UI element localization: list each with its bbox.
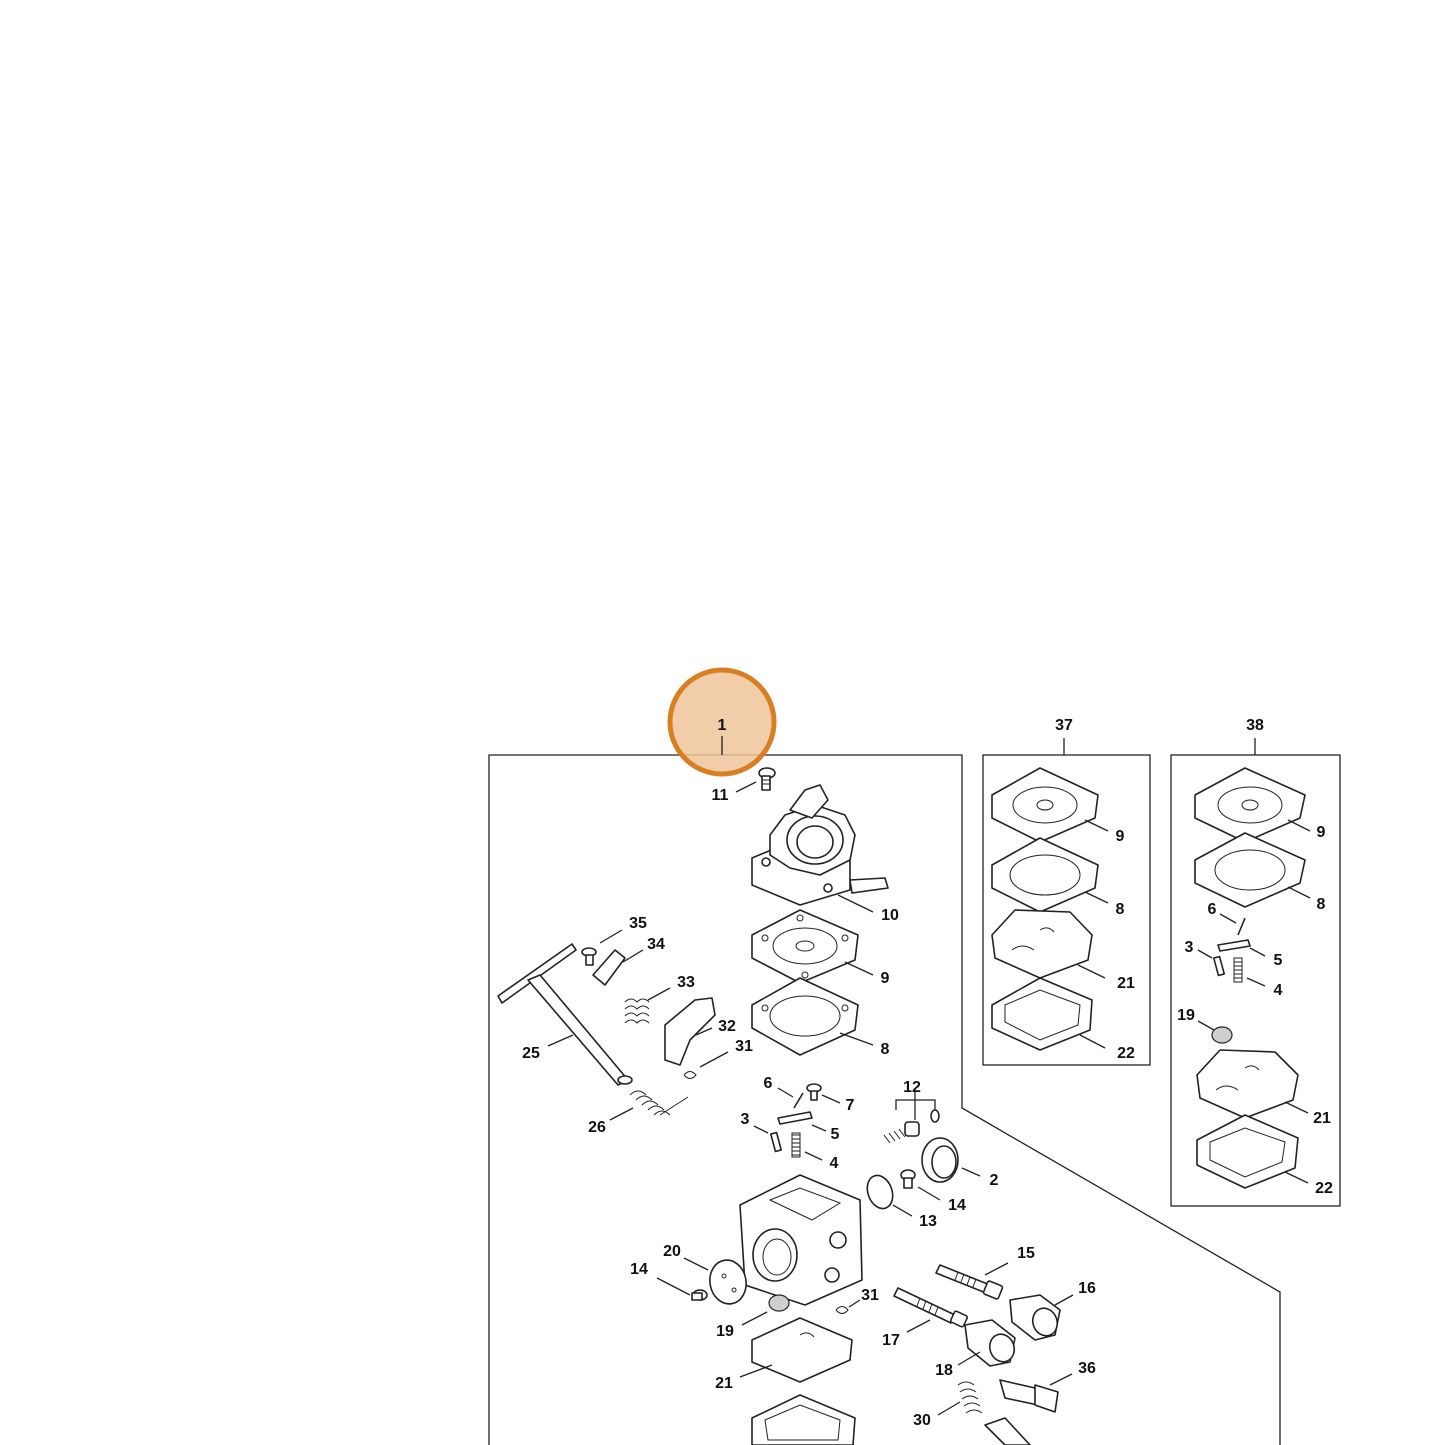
highlight-marker-part-1[interactable]: 1 (667, 667, 777, 777)
part-33-spring[interactable] (624, 987, 671, 1024)
callout-20: 20 (663, 1243, 681, 1260)
part-2-ring[interactable] (921, 1137, 981, 1183)
kit-38-callout-5: 5 (1274, 952, 1283, 969)
kit-37-part-8-gasket[interactable] (991, 837, 1109, 913)
callout-30: 30 (913, 1412, 931, 1429)
part-22-gasket-main[interactable] (751, 1394, 856, 1445)
part-20-plate[interactable] (683, 1257, 750, 1307)
part-16-limiter-cap[interactable] (1009, 1294, 1074, 1341)
part-34-lever[interactable] (592, 949, 644, 986)
part-32-throttle-lever[interactable] (664, 997, 716, 1066)
part-6-pin[interactable] (777, 1087, 804, 1109)
kit-38-part-21-metering-diaphragm[interactable] (1196, 1049, 1309, 1119)
part-31-clip-upper[interactable] (683, 1051, 729, 1079)
callout-13: 13 (919, 1213, 937, 1230)
part-18-limiter-cap[interactable] (957, 1319, 1018, 1367)
part-7-screw[interactable] (806, 1083, 841, 1104)
callout-10: 10 (881, 907, 899, 924)
callout-32: 32 (718, 1018, 736, 1035)
assembly-1-frame (488, 754, 1281, 1445)
part-13-plate[interactable] (863, 1172, 913, 1217)
part-9-pump-diaphragm[interactable] (751, 909, 874, 984)
kit-38-part-19-filter[interactable] (1197, 1020, 1233, 1044)
part-8-gasket[interactable] (751, 977, 874, 1056)
callout-19a: 19 (716, 1323, 734, 1340)
part-10-pump-cover[interactable] (751, 784, 889, 913)
callout-7: 7 (846, 1097, 855, 1114)
callout-37: 37 (1055, 717, 1073, 734)
kit-37-callout-21: 21 (1117, 975, 1135, 992)
callout-2: 2 (990, 1172, 999, 1189)
part-25-throttle-shaft[interactable] (497, 943, 633, 1086)
callout-34: 34 (647, 936, 665, 953)
kit-38-part-6-pin[interactable] (1219, 913, 1246, 936)
kit-38-callout-22: 22 (1315, 1180, 1333, 1197)
callout-6a: 6 (764, 1075, 773, 1092)
kit-38-callout-21: 21 (1313, 1110, 1331, 1127)
part-31-clip-lower[interactable] (835, 1299, 861, 1314)
callout-11: 11 (712, 787, 729, 804)
part-36-fitting[interactable] (999, 1373, 1073, 1413)
kit-37-callout-22: 22 (1117, 1045, 1135, 1062)
kit-38-callout-4: 4 (1274, 982, 1283, 999)
kit-37-part-22-gasket[interactable] (991, 977, 1106, 1051)
kit-37-callout-9: 9 (1116, 828, 1125, 845)
kit-38-callout-3: 3 (1185, 939, 1194, 956)
callout-18: 18 (935, 1362, 953, 1379)
callout-35: 35 (629, 915, 647, 932)
part-35-screw[interactable] (581, 929, 623, 966)
callout-31a: 31 (735, 1038, 753, 1055)
kit-38-part-4-spring[interactable] (1233, 957, 1266, 987)
part-30-spring[interactable] (937, 1381, 1031, 1445)
kit-37-part-9-diaphragm[interactable] (991, 767, 1109, 843)
part-14-screw-lower[interactable] (656, 1277, 708, 1301)
callout-4a: 4 (830, 1155, 839, 1172)
highlight-ring (667, 667, 777, 777)
callout-25: 25 (522, 1045, 540, 1062)
part-15-adjusting-screw[interactable] (935, 1262, 1009, 1300)
kit-38-callout-9: 9 (1317, 824, 1326, 841)
callout-26: 26 (588, 1119, 606, 1136)
kit-38-part-8-gasket[interactable] (1194, 832, 1311, 908)
kit-38-part-22-gasket[interactable] (1196, 1114, 1309, 1189)
kit-38-part-9-diaphragm[interactable] (1194, 767, 1311, 843)
kit-37-callout-8: 8 (1116, 901, 1125, 918)
kit-37-part-21-metering-diaphragm[interactable] (991, 909, 1106, 979)
callout-17: 17 (882, 1332, 900, 1349)
carburetor-body (739, 1174, 863, 1306)
callout-14b: 14 (630, 1261, 648, 1278)
callout-38: 38 (1246, 717, 1264, 734)
kit-38-callout-8: 8 (1317, 896, 1326, 913)
callout-21a: 21 (715, 1375, 733, 1392)
callout-16: 16 (1078, 1280, 1096, 1297)
part-19-filter-screen[interactable] (741, 1294, 790, 1326)
part-14-screw-upper[interactable] (900, 1169, 941, 1201)
part-5-inlet-lever[interactable] (777, 1111, 827, 1132)
part-4-spring[interactable] (791, 1132, 823, 1161)
part-17-adjusting-screw[interactable] (893, 1287, 969, 1333)
callout-36: 36 (1078, 1360, 1096, 1377)
kit-37-frame (982, 754, 1151, 1066)
callout-12: 12 (903, 1079, 921, 1096)
part-3-inlet-needle[interactable] (753, 1125, 783, 1153)
kit-38-callout-19: 19 (1177, 1007, 1195, 1024)
callout-14a: 14 (948, 1197, 966, 1214)
part-12-kit[interactable] (883, 1090, 940, 1144)
kit-38-callout-6: 6 (1208, 901, 1217, 918)
callout-15: 15 (1017, 1245, 1035, 1262)
callout-8a: 8 (881, 1041, 890, 1058)
callout-33: 33 (677, 974, 695, 991)
part-11-screw[interactable] (735, 767, 776, 793)
callout-5a: 5 (831, 1126, 840, 1143)
kit-38-part-5-lever[interactable] (1217, 939, 1266, 957)
callout-31b: 31 (861, 1287, 879, 1304)
callout-9a: 9 (881, 970, 890, 987)
kit-38-part-3-needle[interactable] (1197, 949, 1226, 977)
part-21-metering-diaphragm[interactable] (739, 1317, 853, 1383)
callout-1: 1 (718, 717, 727, 734)
part-26-torsion-spring[interactable] (609, 1090, 689, 1121)
callout-3a: 3 (741, 1111, 750, 1128)
